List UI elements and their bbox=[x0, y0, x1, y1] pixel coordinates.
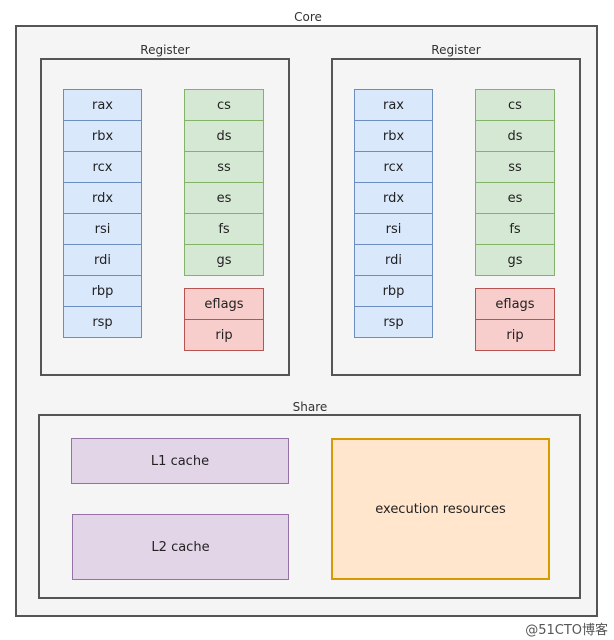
register-rsi-2: rsi bbox=[354, 213, 433, 245]
register-rsi-1: rsi bbox=[63, 213, 142, 245]
register-group-1-title: Register bbox=[140, 43, 190, 57]
register-ss-2: ss bbox=[475, 151, 555, 183]
register-group-2-title: Register bbox=[431, 43, 481, 57]
register-rbx-1: rbx bbox=[63, 120, 142, 152]
register-rip-2: rip bbox=[475, 319, 555, 351]
register-es-2: es bbox=[475, 182, 555, 214]
register-rsp-1: rsp bbox=[63, 306, 142, 338]
core-title: Core bbox=[294, 10, 322, 24]
register-rbp-2: rbp bbox=[354, 275, 433, 307]
register-rcx-1: rcx bbox=[63, 151, 142, 183]
l1-cache: L1 cache bbox=[71, 438, 289, 484]
register-rdi-2: rdi bbox=[354, 244, 433, 276]
register-rbx-2: rbx bbox=[354, 120, 433, 152]
register-eflags-2: eflags bbox=[475, 288, 555, 320]
register-rdi-1: rdi bbox=[63, 244, 142, 276]
register-rax-2: rax bbox=[354, 89, 433, 121]
register-ds-1: ds bbox=[184, 120, 264, 152]
l2-cache: L2 cache bbox=[72, 514, 289, 580]
register-rdx-2: rdx bbox=[354, 182, 433, 214]
register-cs-2: cs bbox=[475, 89, 555, 121]
register-gs-1: gs bbox=[184, 244, 264, 276]
register-cs-1: cs bbox=[184, 89, 264, 121]
watermark: @51CTO博客 bbox=[525, 623, 608, 638]
register-eflags-1: eflags bbox=[184, 288, 264, 320]
register-es-1: es bbox=[184, 182, 264, 214]
register-rsp-2: rsp bbox=[354, 306, 433, 338]
register-rax-1: rax bbox=[63, 89, 142, 121]
execution-resources: execution resources bbox=[331, 438, 550, 580]
register-ss-1: ss bbox=[184, 151, 264, 183]
register-rip-1: rip bbox=[184, 319, 264, 351]
register-ds-2: ds bbox=[475, 120, 555, 152]
register-fs-2: fs bbox=[475, 213, 555, 245]
register-rdx-1: rdx bbox=[63, 182, 142, 214]
register-rbp-1: rbp bbox=[63, 275, 142, 307]
register-fs-1: fs bbox=[184, 213, 264, 245]
register-rcx-2: rcx bbox=[354, 151, 433, 183]
share-title: Share bbox=[292, 400, 328, 414]
register-gs-2: gs bbox=[475, 244, 555, 276]
